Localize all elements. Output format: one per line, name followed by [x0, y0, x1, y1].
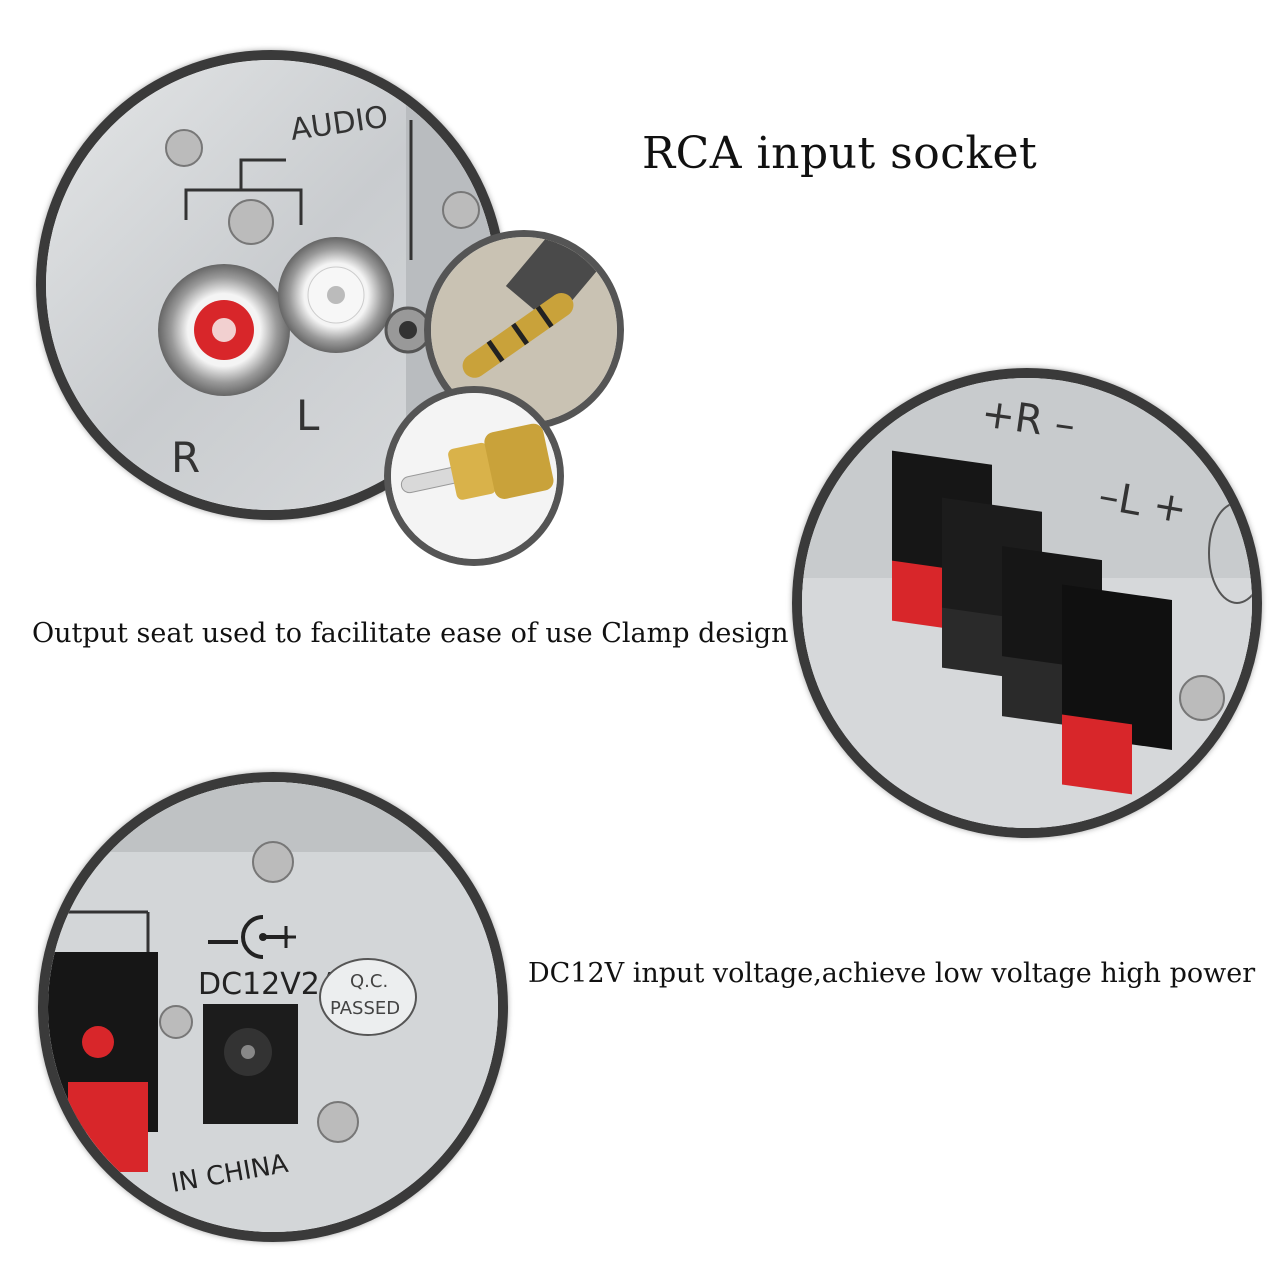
screw-icon: [442, 191, 480, 229]
clamp-red-2: [1062, 584, 1172, 795]
dc-input-photo: DC12V2A Q.C. PASSED IN CHINA: [38, 772, 508, 1242]
label-dc-rating: DC12V2A: [198, 967, 341, 1002]
caption-rca-input-socket: RCA input socket: [642, 128, 1038, 179]
screw-icon: [165, 129, 203, 167]
caption-dc-input: DC12V input voltage,achieve low voltage …: [528, 958, 1256, 989]
label-qc: Q.C.: [350, 971, 388, 992]
qc-passed-sticker: [319, 958, 417, 1036]
gold-rca-plug-illustration: [391, 393, 557, 559]
dc-polarity-icon: [208, 915, 296, 959]
screw-icon: [159, 1005, 193, 1039]
label-passed: PASSED: [330, 998, 400, 1019]
label-right: R: [171, 433, 200, 482]
screw-icon: [1179, 675, 1225, 721]
caption-output-seat: Output seat used to facilitate ease of u…: [32, 618, 789, 649]
label-left: L: [296, 391, 320, 440]
speaker-terminal-photo: +R – –L +: [792, 368, 1262, 838]
speaker-clamp-illustration: +R – –L +: [802, 378, 1252, 828]
screw-icon: [228, 199, 274, 245]
screw-icon: [252, 841, 294, 883]
screw-icon: [317, 1101, 359, 1143]
rca-plug-inset: [384, 386, 564, 566]
dc-panel-illustration: DC12V2A Q.C. PASSED IN CHINA: [48, 782, 498, 1232]
